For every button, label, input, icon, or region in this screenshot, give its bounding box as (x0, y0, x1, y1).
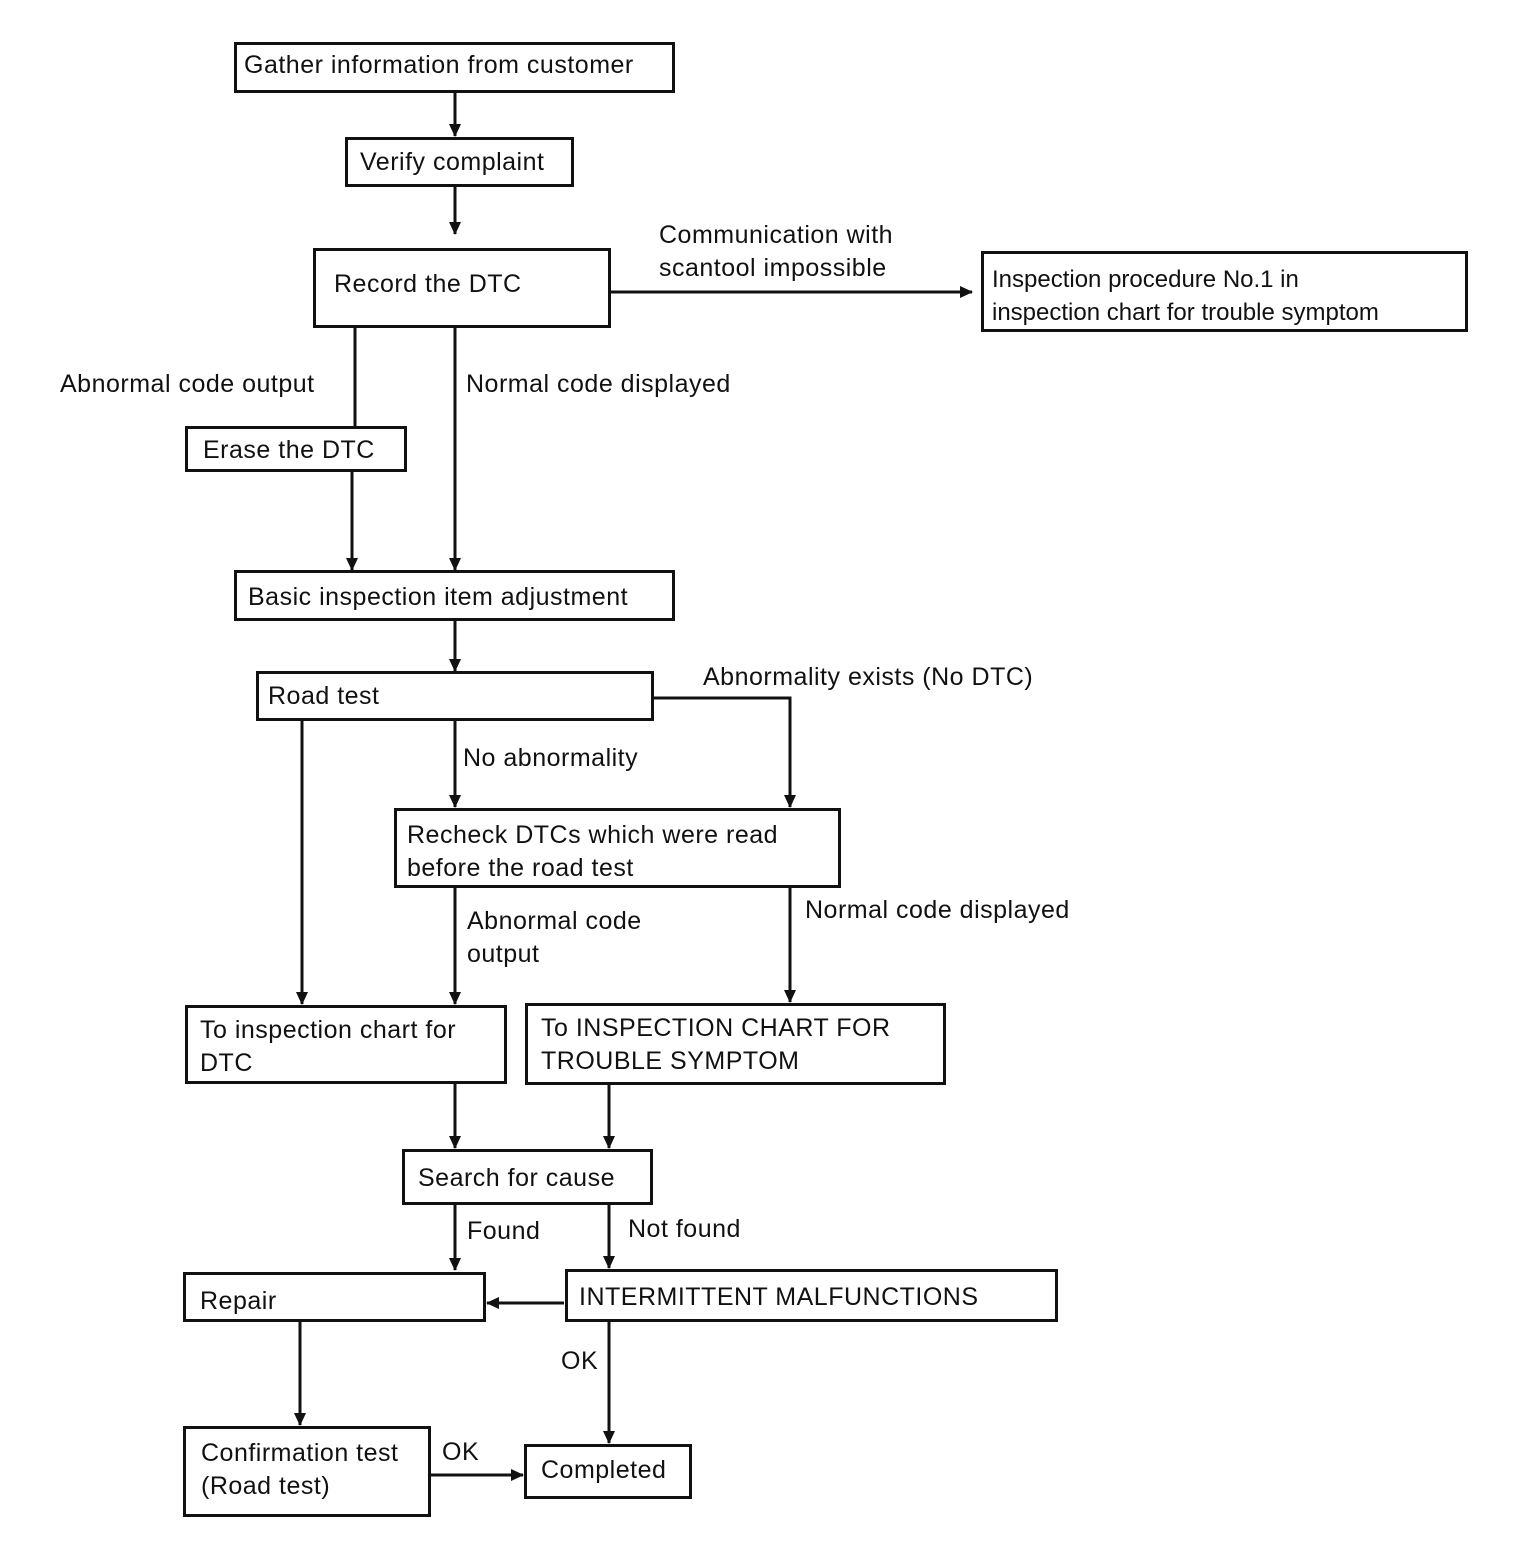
box-verify-complaint: Verify complaint (345, 137, 574, 187)
label-ok-intermittent: OK (561, 1347, 599, 1375)
box-record-dtc: Record the DTC (313, 248, 611, 328)
label-abnormality-exists: Abnormality exists (No DTC) (703, 663, 1034, 691)
label-normal-code-displayed-2: Normal code displayed (805, 896, 1070, 924)
label-not-found: Not found (628, 1215, 741, 1243)
box-confirmation-test: Confirmation test (Road test) (183, 1426, 431, 1517)
box-inspection-procedure: Inspection procedure No.1 in inspection … (981, 251, 1468, 332)
box-basic-inspection: Basic inspection item adjustment (234, 570, 675, 621)
label-communication-impossible: Communication with scantool impossible (659, 221, 894, 282)
arrow-road-test-to-recheck-abnormality (654, 696, 796, 808)
label-ok-confirmation: OK (442, 1438, 480, 1466)
label-found: Found (467, 1217, 541, 1245)
box-chart-for-trouble-symptom: To INSPECTION CHART FOR TROUBLE SYMPTOM (525, 1003, 946, 1085)
box-gather-information: Gather information from customer (234, 42, 675, 93)
box-completed: Completed (524, 1444, 692, 1499)
box-search-for-cause: Search for cause (402, 1149, 653, 1205)
box-recheck-dtcs: Recheck DTCs which were read before the … (394, 808, 841, 888)
box-erase-dtc: Erase the DTC (185, 426, 407, 472)
box-road-test: Road test (256, 671, 654, 721)
label-abnormal-code-output-2: Abnormal code output (467, 907, 642, 968)
box-chart-for-dtc: To inspection chart for DTC (185, 1005, 507, 1084)
label-no-abnormality: No abnormality (463, 744, 639, 772)
box-intermittent-malfunctions: INTERMITTENT MALFUNCTIONS (565, 1269, 1058, 1322)
label-abnormal-code-output: Abnormal code output (60, 370, 315, 398)
box-repair: Repair (183, 1272, 486, 1322)
label-normal-code-displayed: Normal code displayed (466, 370, 731, 398)
